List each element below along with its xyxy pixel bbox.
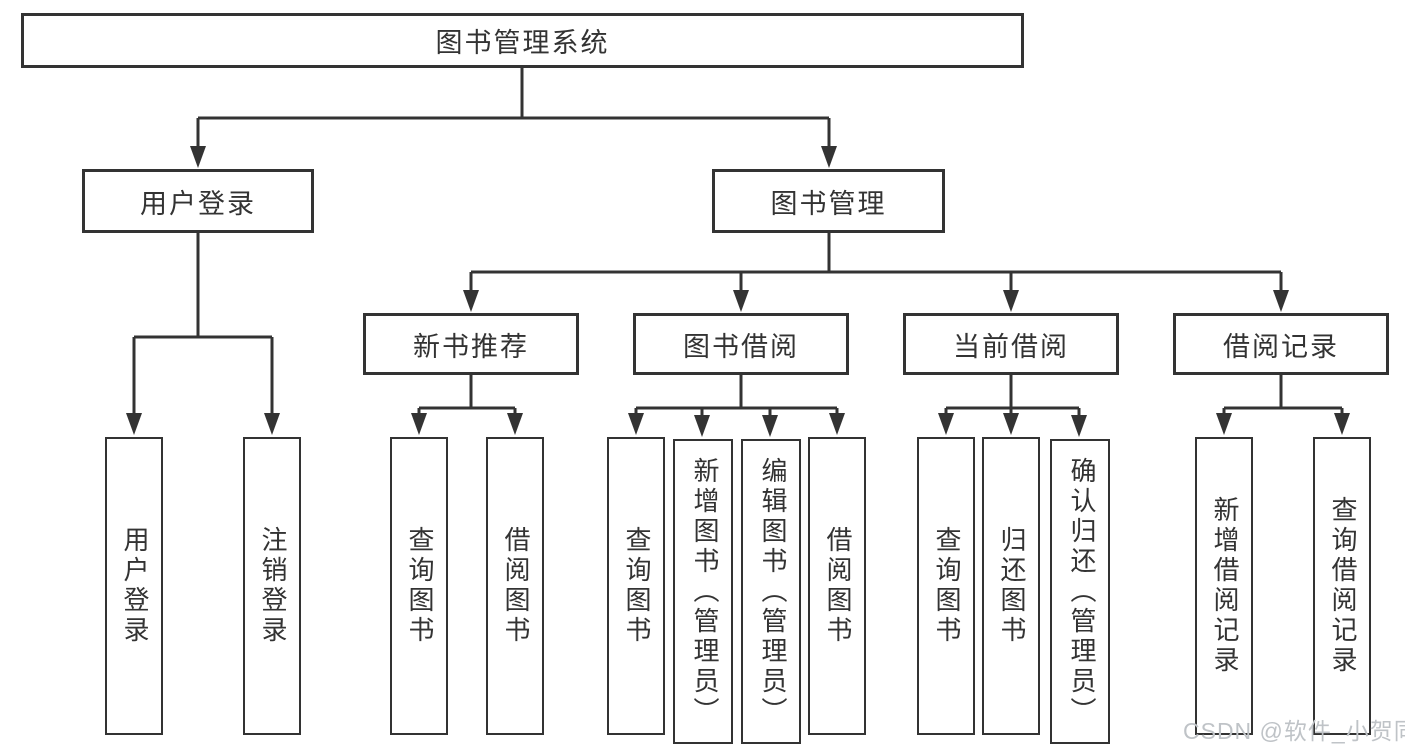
- csdn-watermark: CSDN @软件_小贺同学: [1183, 718, 1405, 744]
- leaf-query-books-current: 查询图书: [917, 437, 975, 735]
- node-new-book-recommend: 新书推荐: [363, 313, 579, 375]
- leaf-add-book-admin: 新增图书（管理员）: [673, 439, 733, 744]
- node-borrow-records: 借阅记录: [1173, 313, 1389, 375]
- node-user-login: 用户登录: [82, 169, 314, 233]
- leaf-confirm-return-admin: 确认归还（管理员）: [1050, 439, 1110, 744]
- leaf-borrow-books-recommend: 借阅图书: [486, 437, 544, 735]
- leaf-query-books-recommend: 查询图书: [390, 437, 448, 735]
- leaf-user-login: 用户登录: [105, 437, 163, 735]
- leaf-return-book: 归还图书: [982, 437, 1040, 735]
- node-root: 图书管理系统: [21, 13, 1024, 68]
- arrowheads: [126, 146, 1350, 437]
- leaf-query-books-borrow: 查询图书: [607, 437, 665, 735]
- node-book-management: 图书管理: [712, 169, 945, 233]
- leaf-logout: 注销登录: [243, 437, 301, 735]
- leaf-query-borrow-record: 查询借阅记录: [1313, 437, 1371, 735]
- leaf-edit-book-admin: 编辑图书（管理员）: [741, 439, 801, 744]
- leaf-borrow-books-borrow: 借阅图书: [808, 437, 866, 735]
- node-book-borrow: 图书借阅: [633, 313, 849, 375]
- leaf-add-borrow-record: 新增借阅记录: [1195, 437, 1253, 735]
- node-current-borrow: 当前借阅: [903, 313, 1119, 375]
